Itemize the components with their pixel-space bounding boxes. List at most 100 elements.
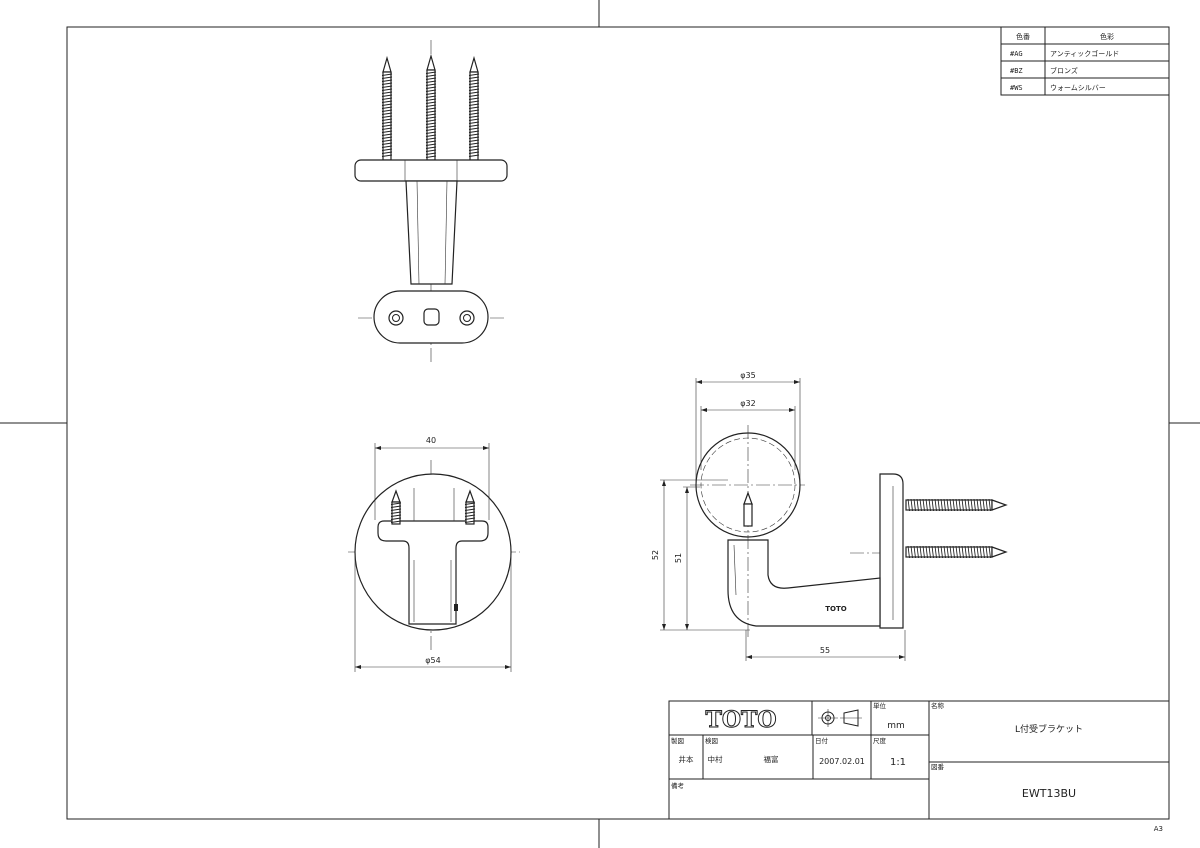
thread-line (931, 498, 934, 512)
thread-line (955, 545, 958, 559)
front-view: 40 φ54 (348, 436, 754, 672)
thread-line (468, 145, 480, 148)
color-name-bz: ブロンズ (1050, 66, 1078, 75)
thread-line (425, 140, 437, 143)
thread-line (468, 91, 480, 94)
front-marker (454, 604, 458, 611)
thread-line (425, 155, 437, 158)
name-value: L付受ブラケット (1015, 723, 1083, 735)
thread-line (381, 88, 393, 91)
thread-line (381, 73, 393, 76)
thread-line (425, 71, 437, 74)
thread-line (468, 127, 480, 130)
thread-line (943, 498, 946, 512)
thread-line (970, 545, 973, 559)
thread-line (931, 545, 934, 559)
thread-line (940, 498, 943, 512)
thread-line (982, 498, 985, 512)
thread-line (961, 545, 964, 559)
dimension-base-diameter: φ54 (425, 656, 440, 665)
thread-line (425, 98, 437, 101)
dimension-height-inner: 51 (674, 553, 683, 563)
thread-line (425, 143, 437, 146)
thread-line (425, 134, 437, 137)
dimension-front-width: 40 (426, 436, 436, 445)
thread-line (425, 89, 437, 92)
dimension-depth: 55 (820, 646, 830, 655)
thread-line (381, 124, 393, 127)
thread-line (973, 545, 976, 559)
drawn-label: 製図 (671, 736, 684, 745)
thread-line (468, 85, 480, 88)
flange-plate (354, 159, 508, 182)
thread-line (922, 498, 925, 512)
color-table-header-code: 色番 (1016, 32, 1030, 41)
thread-line (468, 130, 480, 133)
thread-line (381, 148, 393, 151)
projection-symbol-icon (818, 709, 862, 727)
thread-line (468, 133, 480, 136)
thread-line (381, 94, 393, 97)
thread-line (958, 498, 961, 512)
thread-line (425, 107, 437, 110)
color-name-ag: アンティックゴールド (1050, 49, 1119, 58)
thread-line (381, 130, 393, 133)
thread-line (988, 545, 991, 559)
thread-line (390, 511, 402, 514)
thread-line (425, 113, 437, 116)
checked-value: 中村 (708, 754, 723, 764)
thread-line (934, 498, 937, 512)
thread-line (464, 508, 476, 511)
thread-line (464, 517, 476, 520)
thread-line (468, 88, 480, 91)
thread-line (381, 121, 393, 124)
drawing-border (66, 26, 1170, 820)
thread-line (425, 80, 437, 83)
thread-line (381, 79, 393, 82)
dimension-ball-inner: φ32 (740, 399, 755, 408)
thread-line (381, 142, 393, 145)
bracket-stem (405, 180, 458, 285)
thread-line (464, 505, 476, 508)
side-view: TOTO φ35 φ32 52 51 55 (651, 371, 1008, 661)
thread-line (381, 139, 393, 142)
thread-line (985, 498, 988, 512)
color-name-ws: ウォームシルバー (1050, 84, 1106, 92)
thread-line (381, 106, 393, 109)
thread-line (390, 520, 402, 523)
t-bracket (377, 520, 489, 625)
thread-line (979, 498, 982, 512)
thread-line (910, 498, 913, 512)
thread-line (381, 118, 393, 121)
thread-line (964, 545, 967, 559)
thread-line (916, 545, 919, 559)
thread-line (976, 545, 979, 559)
approved-value: 福富 (764, 754, 779, 764)
thread-line (919, 498, 922, 512)
thread-line (907, 545, 910, 559)
color-table: 色番 色彩 #AG アンティックゴールド #BZ ブロンズ #WS ウォームシル… (1000, 26, 1170, 96)
thread-line (967, 498, 970, 512)
thread-line (468, 124, 480, 127)
screw-top-left (382, 55, 392, 161)
thread-line (425, 119, 437, 122)
brand-mark-side: TOTO (825, 605, 847, 613)
thread-line (381, 151, 393, 154)
thread-line (464, 514, 476, 517)
date-value: 2007.02.01 (819, 757, 865, 766)
thread-line (919, 545, 922, 559)
thread-line (925, 498, 928, 512)
dimension-height-total: 52 (651, 550, 660, 560)
drawing-no-label: 図番 (931, 763, 945, 771)
top-view (354, 40, 508, 362)
thread-line (381, 145, 393, 148)
thread-line (464, 502, 476, 505)
thread-line (468, 82, 480, 85)
screw-hole-right (459, 310, 475, 326)
sheet-size: A3 (1154, 825, 1163, 833)
screw-wall-upper (905, 499, 1008, 511)
date-label: 日付 (815, 736, 829, 745)
thread-line (381, 154, 393, 157)
thread-line (468, 109, 480, 112)
